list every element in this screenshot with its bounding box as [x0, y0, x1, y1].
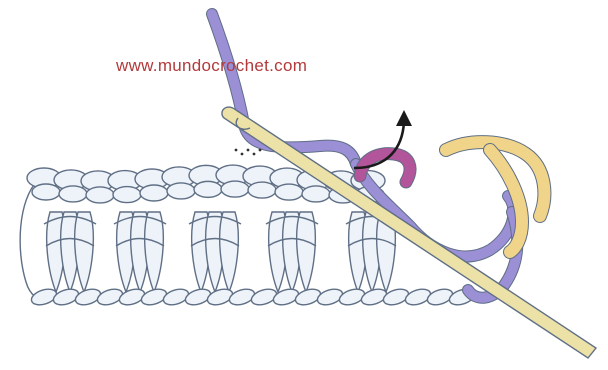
arrow-head — [396, 110, 412, 126]
stitch-column — [44, 212, 96, 292]
stitch-leaf — [145, 212, 164, 292]
top-chain-loop-lower — [221, 181, 249, 197]
top-chain-loop-lower — [248, 182, 276, 198]
top-chain-loop-lower — [140, 185, 168, 201]
stitch-column — [266, 212, 318, 292]
hook-dot — [253, 153, 256, 156]
top-chain-loop-lower — [194, 181, 222, 197]
watermark-url: www.mundocrochet.com — [116, 56, 307, 76]
stitch-column — [189, 212, 241, 292]
stitch-leaf — [220, 212, 239, 292]
stitch-column — [114, 212, 166, 292]
top-chain-loop-lower — [167, 183, 195, 199]
hook-dot — [235, 149, 238, 152]
stitch-leaf — [75, 212, 94, 292]
top-chain-loop-lower — [302, 186, 330, 202]
top-chain-loop-lower — [86, 187, 114, 203]
top-chain-loop-lower — [275, 184, 303, 200]
hook-dot — [241, 153, 244, 156]
top-chain-loop-lower — [113, 187, 141, 203]
top-chain-loop-lower — [59, 186, 87, 202]
hook-dot — [247, 149, 250, 152]
top-chain-loop-lower — [32, 184, 60, 200]
hook-dot — [259, 149, 262, 152]
stitch-leaf — [297, 212, 316, 292]
